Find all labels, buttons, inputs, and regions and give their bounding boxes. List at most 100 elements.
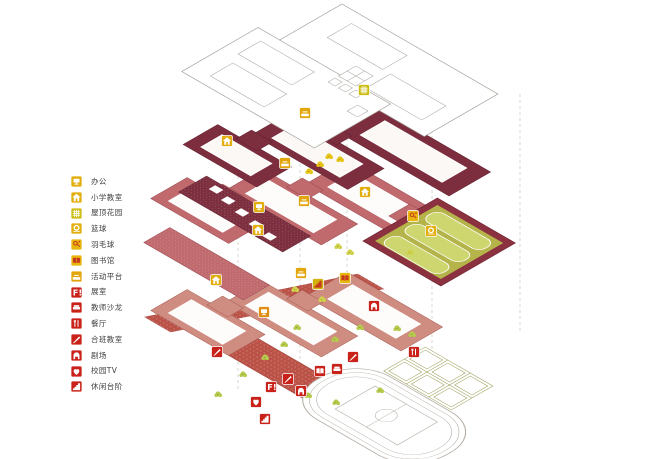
theater-icon (71, 349, 82, 361)
legend-item-campus-tv: 校园TV (71, 365, 123, 377)
legend-label: 校园TV (91, 366, 118, 376)
legend-item-office: 办公 (71, 176, 123, 187)
program-icon-markers (210, 84, 437, 425)
teacher-salon-icon (71, 302, 82, 314)
activity-platform-icon (71, 270, 82, 282)
dining-hall-icon (408, 346, 420, 358)
tree (305, 168, 313, 175)
library-icon (71, 254, 82, 266)
tree (239, 371, 247, 378)
tree (334, 243, 342, 250)
legend-label: 休闲台阶 (91, 382, 123, 392)
office-icon (258, 306, 270, 318)
campus-tv-icon (250, 396, 262, 408)
activity-platform-icon (298, 195, 310, 207)
legend-item-leisure-steps: 休闲台阶 (71, 381, 123, 393)
legend-item-activity-platform: 活动平台 (71, 270, 123, 282)
tree (346, 249, 354, 256)
primary-classroom-icon (252, 224, 264, 236)
leisure-steps-icon (259, 413, 271, 425)
primary-classroom-icon (71, 191, 82, 203)
tree (356, 324, 364, 331)
primary-classroom-icon (210, 274, 222, 286)
legend-label: 展室 (91, 287, 107, 297)
tree (293, 324, 301, 331)
legend-label: 合班教室 (91, 334, 123, 344)
tree (332, 399, 340, 406)
leisure-steps-icon (71, 381, 82, 393)
activity-platform-icon (295, 267, 307, 279)
legend-label: 篮球 (91, 224, 107, 234)
tree (376, 387, 384, 394)
legend: 办公小学教室屋顶花园篮球羽毛球图书馆活动平台展室教师沙龙餐厅合班教室剧场校园TV… (71, 176, 123, 397)
legend-item-badminton: 羽毛球 (71, 239, 123, 251)
office-icon (71, 176, 82, 187)
theater-icon (295, 385, 307, 397)
legend-item-exhibition-room: 展室 (71, 286, 123, 298)
tree (261, 354, 269, 361)
tree (291, 286, 299, 293)
activity-platform-icon (71, 270, 82, 282)
legend-item-library: 图书馆 (71, 254, 123, 266)
library-icon (339, 272, 351, 284)
combined-classroom-icon (71, 333, 82, 345)
combined-classroom-icon (211, 346, 223, 358)
exhibition-room-icon (71, 286, 82, 298)
tree (325, 153, 333, 160)
roof-plan-level (181, 3, 499, 149)
library-icon (314, 365, 326, 377)
theater-icon (71, 349, 82, 361)
legend-item-combined-classroom: 合班教室 (71, 333, 123, 345)
legend-item-theater: 剧场 (71, 349, 123, 361)
legend-label: 餐厅 (91, 318, 107, 328)
activity-platform-icon (299, 107, 311, 119)
office-icon (253, 201, 265, 213)
legend-item-basketball: 篮球 (71, 223, 123, 235)
teacher-salon-icon (71, 302, 82, 314)
office-icon (71, 176, 82, 187)
legend-label: 剧场 (91, 350, 107, 360)
roof-garden-icon (71, 207, 82, 219)
trees-layer (214, 153, 416, 406)
legend-label: 图书馆 (91, 255, 115, 265)
tree (280, 341, 288, 348)
badminton-icon (71, 239, 82, 251)
legend-label: 屋顶花园 (91, 208, 123, 218)
tree (393, 325, 401, 332)
legend-item-teacher-salon: 教师沙龙 (71, 302, 123, 314)
tree (331, 336, 339, 343)
activity-platform-icon (279, 157, 291, 169)
theater-icon (368, 300, 380, 312)
exhibition-room-icon (265, 381, 277, 393)
dining-hall-icon (71, 318, 82, 330)
tree (214, 391, 222, 398)
combined-classroom-icon (282, 373, 294, 385)
legend-label: 羽毛球 (91, 239, 115, 249)
combined-classroom-icon (347, 351, 359, 363)
teacher-salon-icon (331, 363, 343, 375)
primary-classroom-icon (221, 135, 233, 147)
legend-label: 小学教室 (91, 192, 123, 202)
badminton-icon (71, 239, 82, 251)
legend-item-primary-classroom: 小学教室 (71, 191, 123, 203)
tree (336, 156, 344, 163)
campus-tv-icon (71, 365, 82, 377)
dining-hall-icon (71, 318, 82, 330)
campus-tv-icon (71, 365, 82, 377)
basketball-icon (71, 223, 82, 235)
combined-classroom-icon (71, 333, 82, 345)
tree (318, 296, 326, 303)
legend-label: 教师沙龙 (91, 303, 123, 313)
upper-floor-level (178, 106, 492, 253)
leisure-steps-icon (71, 381, 82, 393)
badminton-icon (407, 210, 419, 222)
tree (316, 161, 324, 168)
exhibition-room-icon (71, 286, 82, 298)
roof-garden-icon (71, 207, 82, 219)
basketball-icon (425, 225, 437, 237)
legend-item-dining-hall: 餐厅 (71, 318, 123, 330)
primary-classroom-icon (71, 191, 82, 203)
primary-classroom-icon (359, 186, 371, 198)
